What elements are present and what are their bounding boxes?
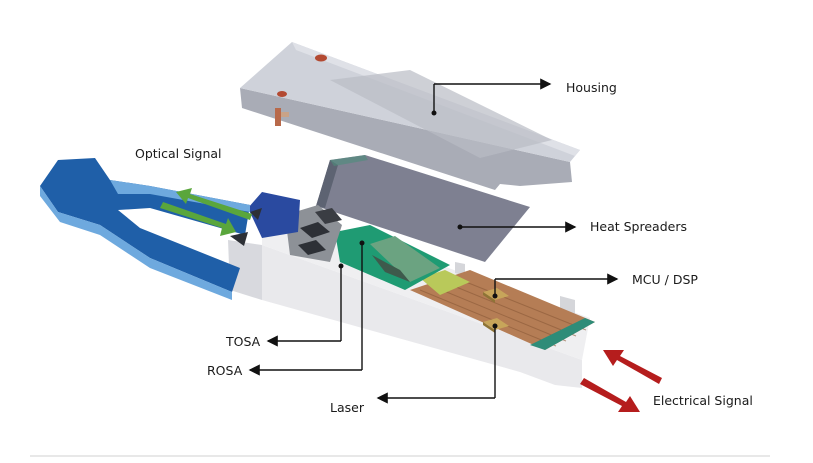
leader-lines [248, 78, 619, 404]
laser-label: Laser [330, 400, 365, 415]
mcu-dsp-label: MCU / DSP [632, 272, 698, 287]
housing-label: Housing [566, 80, 617, 95]
rosa-label: ROSA [207, 363, 243, 378]
housing-cover [240, 42, 580, 190]
tosa-label: TOSA [225, 334, 261, 349]
optical-signal-arrows [160, 188, 262, 246]
electrical-signal-label: Electrical Signal [653, 393, 753, 408]
pull-tab [40, 158, 250, 300]
heat-spreaders-label: Heat Spreaders [590, 219, 687, 234]
heat-spreader [316, 155, 530, 262]
optical-signal-label: Optical Signal [135, 146, 222, 161]
electrical-signal-arrows [580, 350, 662, 412]
